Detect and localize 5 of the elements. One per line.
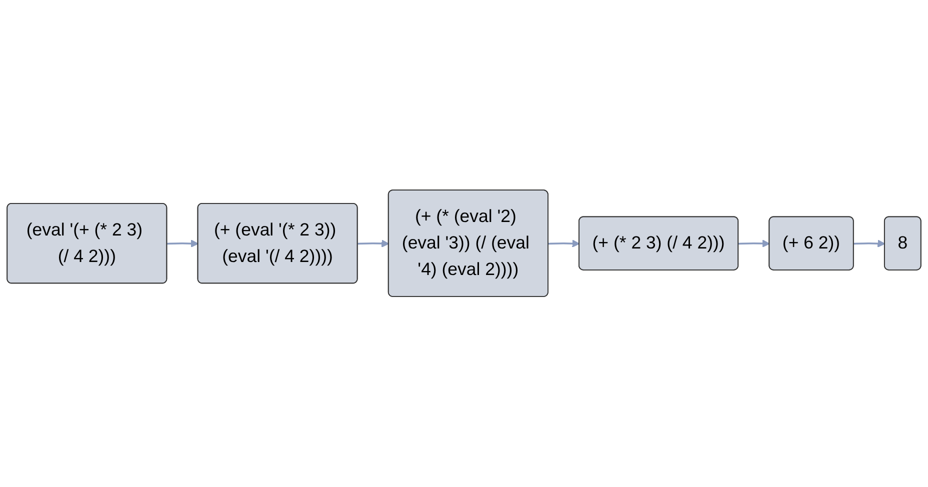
arrow [548,240,580,248]
arrow [854,240,886,248]
arrow [358,240,390,248]
arrow [167,240,199,248]
arrow [738,240,770,248]
